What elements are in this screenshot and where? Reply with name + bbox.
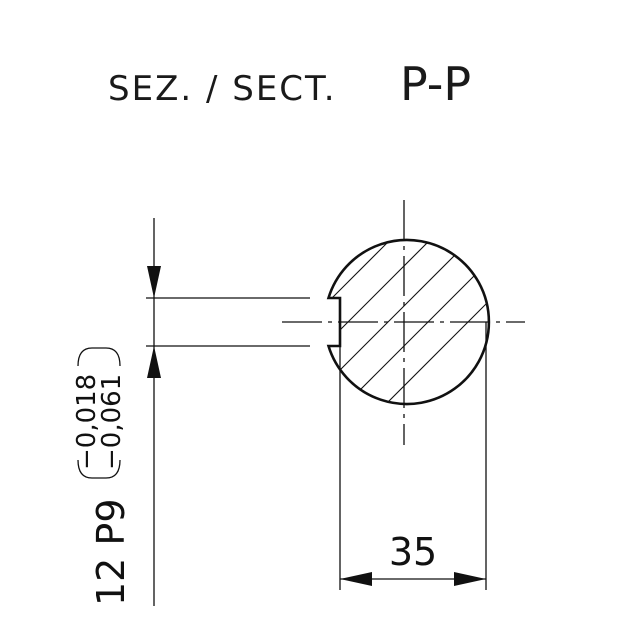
keyway-arrow-top bbox=[147, 266, 161, 298]
diameter-arrow-left bbox=[340, 572, 372, 586]
tolerance-bracket-right bbox=[77, 347, 121, 367]
keyway-arrow-bottom bbox=[147, 346, 161, 378]
diameter-value: 35 bbox=[389, 530, 437, 574]
section-title-id: P-P bbox=[400, 57, 471, 111]
diameter-arrow-right bbox=[454, 572, 486, 586]
section-title-prefix: SEZ. / SECT. bbox=[108, 69, 337, 109]
keyway-dimension-label: 12 P9 −0,018 −0,061 bbox=[72, 347, 133, 606]
keyway-label: 12 P9 bbox=[89, 498, 133, 606]
shaft-outline bbox=[326, 238, 491, 406]
tolerance-lower: −0,061 bbox=[97, 374, 127, 470]
tolerance-bracket-left bbox=[77, 459, 121, 479]
tolerance-upper: −0,018 bbox=[72, 374, 102, 470]
section-hatching bbox=[328, 240, 489, 404]
